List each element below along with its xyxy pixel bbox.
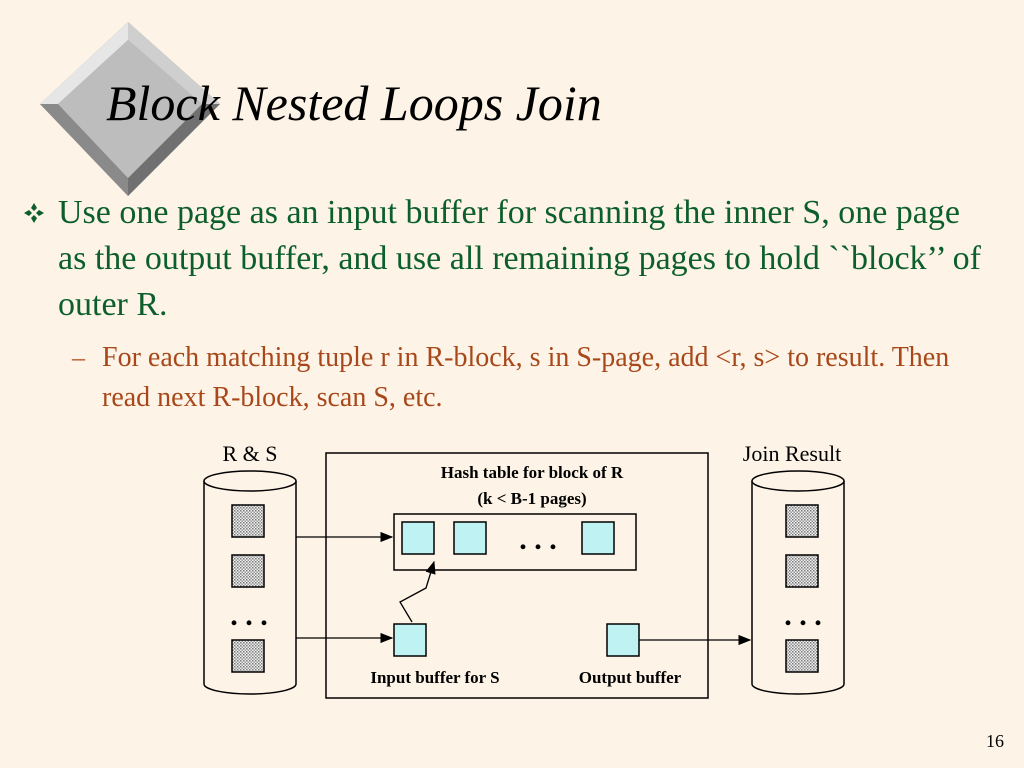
disk-left-ellipsis: . . .: [230, 599, 268, 632]
disk-left-page: [231, 639, 265, 673]
sub-bullet-dash: –: [72, 343, 85, 372]
input-buffer-page: [393, 623, 427, 657]
output-buffer-page: [606, 623, 640, 657]
main-bullet: Use one page as an input buffer for scan…: [24, 190, 984, 328]
disk-right: [751, 470, 845, 695]
input-buffer-label: Input buffer for S: [370, 668, 499, 687]
disk-left: [203, 470, 297, 695]
disk-right-label: Join Result: [743, 441, 841, 466]
slide-title: Block Nested Loops Join: [106, 75, 602, 131]
sub-bullet: – For each matching tuple r in R-block, …: [72, 338, 972, 418]
output-buffer-label: Output buffer: [579, 668, 682, 687]
disk-left-page: [231, 504, 265, 538]
sub-bullet-text: For each matching tuple r in R-block, s …: [102, 342, 950, 413]
disk-left-label: R & S: [222, 441, 277, 466]
hash-table-label-line1: Hash table for block of R: [441, 463, 624, 482]
main-bullet-text: Use one page as an input buffer for scan…: [58, 194, 981, 323]
page-number: 16: [986, 731, 1004, 751]
hash-table-page: [581, 521, 615, 555]
hash-table-box: [393, 513, 637, 571]
disk-left-page: [231, 554, 265, 588]
disk-right-page: [785, 639, 819, 673]
diamond-logo-icon: [40, 22, 220, 196]
main-memory-box: [325, 452, 709, 699]
match-zigzag-arrow: [399, 560, 436, 623]
hash-table-ellipsis: . . .: [519, 523, 557, 556]
four-diamond-bullet-icon: [24, 203, 44, 223]
disk-right-ellipsis: . . .: [784, 599, 822, 632]
hash-table-page: [401, 521, 435, 555]
hash-table-page: [453, 521, 487, 555]
disk-right-page: [785, 504, 819, 538]
disk-right-page: [785, 554, 819, 588]
hash-table-label-line2: (k < B-1 pages): [477, 489, 586, 508]
